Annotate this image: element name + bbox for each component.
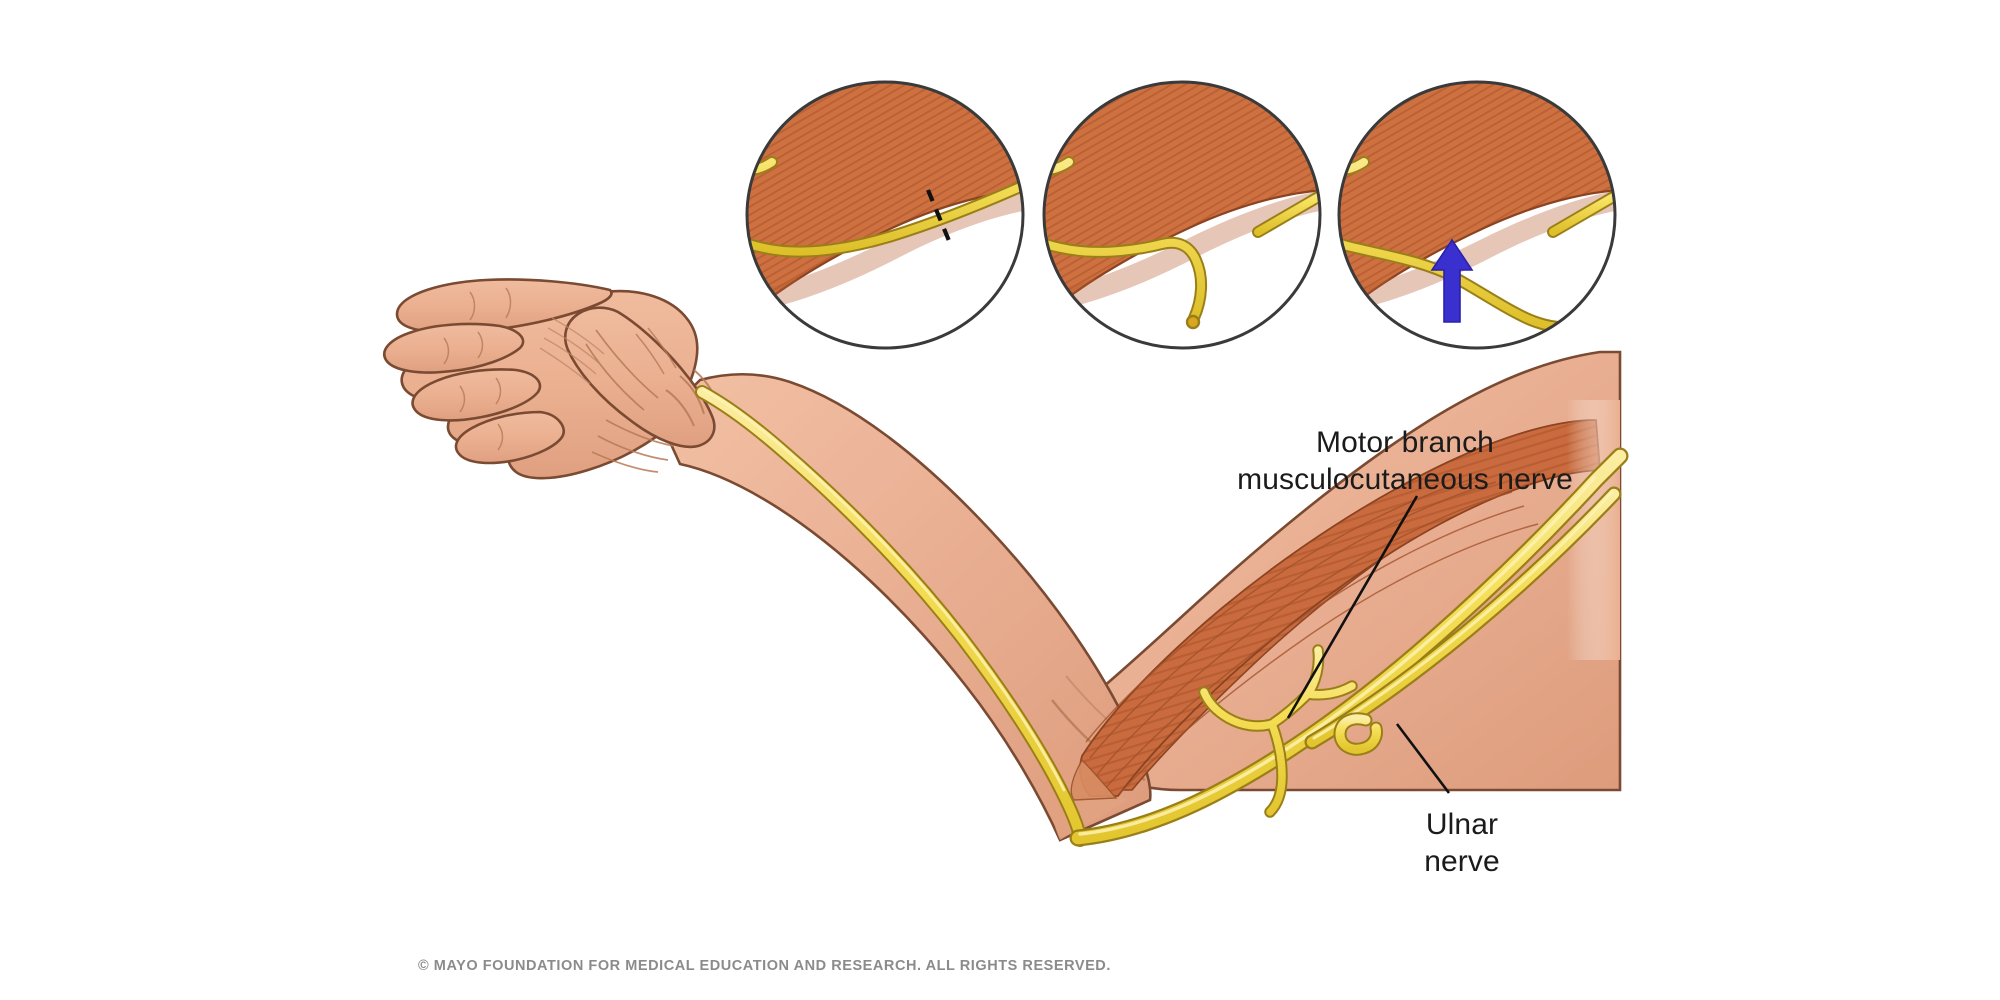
leader-line-ulnar-nerve [1395,723,1451,794]
nerve-cut-end [1185,314,1201,330]
inset-circle-2 [1042,80,1322,350]
inset-circle-1 [745,80,1025,350]
nerve-group [695,385,1629,847]
transfer-arrow-icon [1430,238,1474,323]
inset-border-3 [1337,80,1617,350]
hand [383,278,721,480]
copyright-notice: © MAYO FOUNDATION FOR MEDICAL EDUCATION … [418,958,1111,974]
inset-circle-3 [1337,80,1617,350]
arm-illustration [383,278,1629,847]
label-ulnar-nerve-line1: Ulnar [1426,808,1498,841]
ulnar-nerve-upper-highlight [1078,476,1596,836]
label-motor-branch-line1: Motor branch [1316,426,1494,459]
finger-middle [383,322,525,374]
median-nerve-highlight [1312,490,1614,740]
inset-border-1 [745,80,1025,350]
forearm-nerve-highlight [702,388,1066,792]
cut-line-dashed [926,189,954,249]
label-ulnar-nerve: Ulnar nerve [1424,808,1500,878]
finger-little [454,410,565,465]
finger-index [395,278,613,334]
motor-branch-musculocutaneous-nerve [1198,644,1358,818]
label-motor-branch: Motor branch musculocutaneous nerve [1237,426,1573,496]
label-ulnar-nerve-line2: nerve [1424,845,1500,878]
finger-ring [411,368,542,422]
label-motor-branch-line2: musculocutaneous nerve [1237,463,1573,496]
ulnar-nerve-hook-core [1335,714,1381,754]
biceps-muscle [1070,400,1620,801]
inset-border-2 [1042,80,1322,350]
forearm-nerve-core [697,387,1085,845]
leader-line-motor-branch [1286,495,1419,719]
